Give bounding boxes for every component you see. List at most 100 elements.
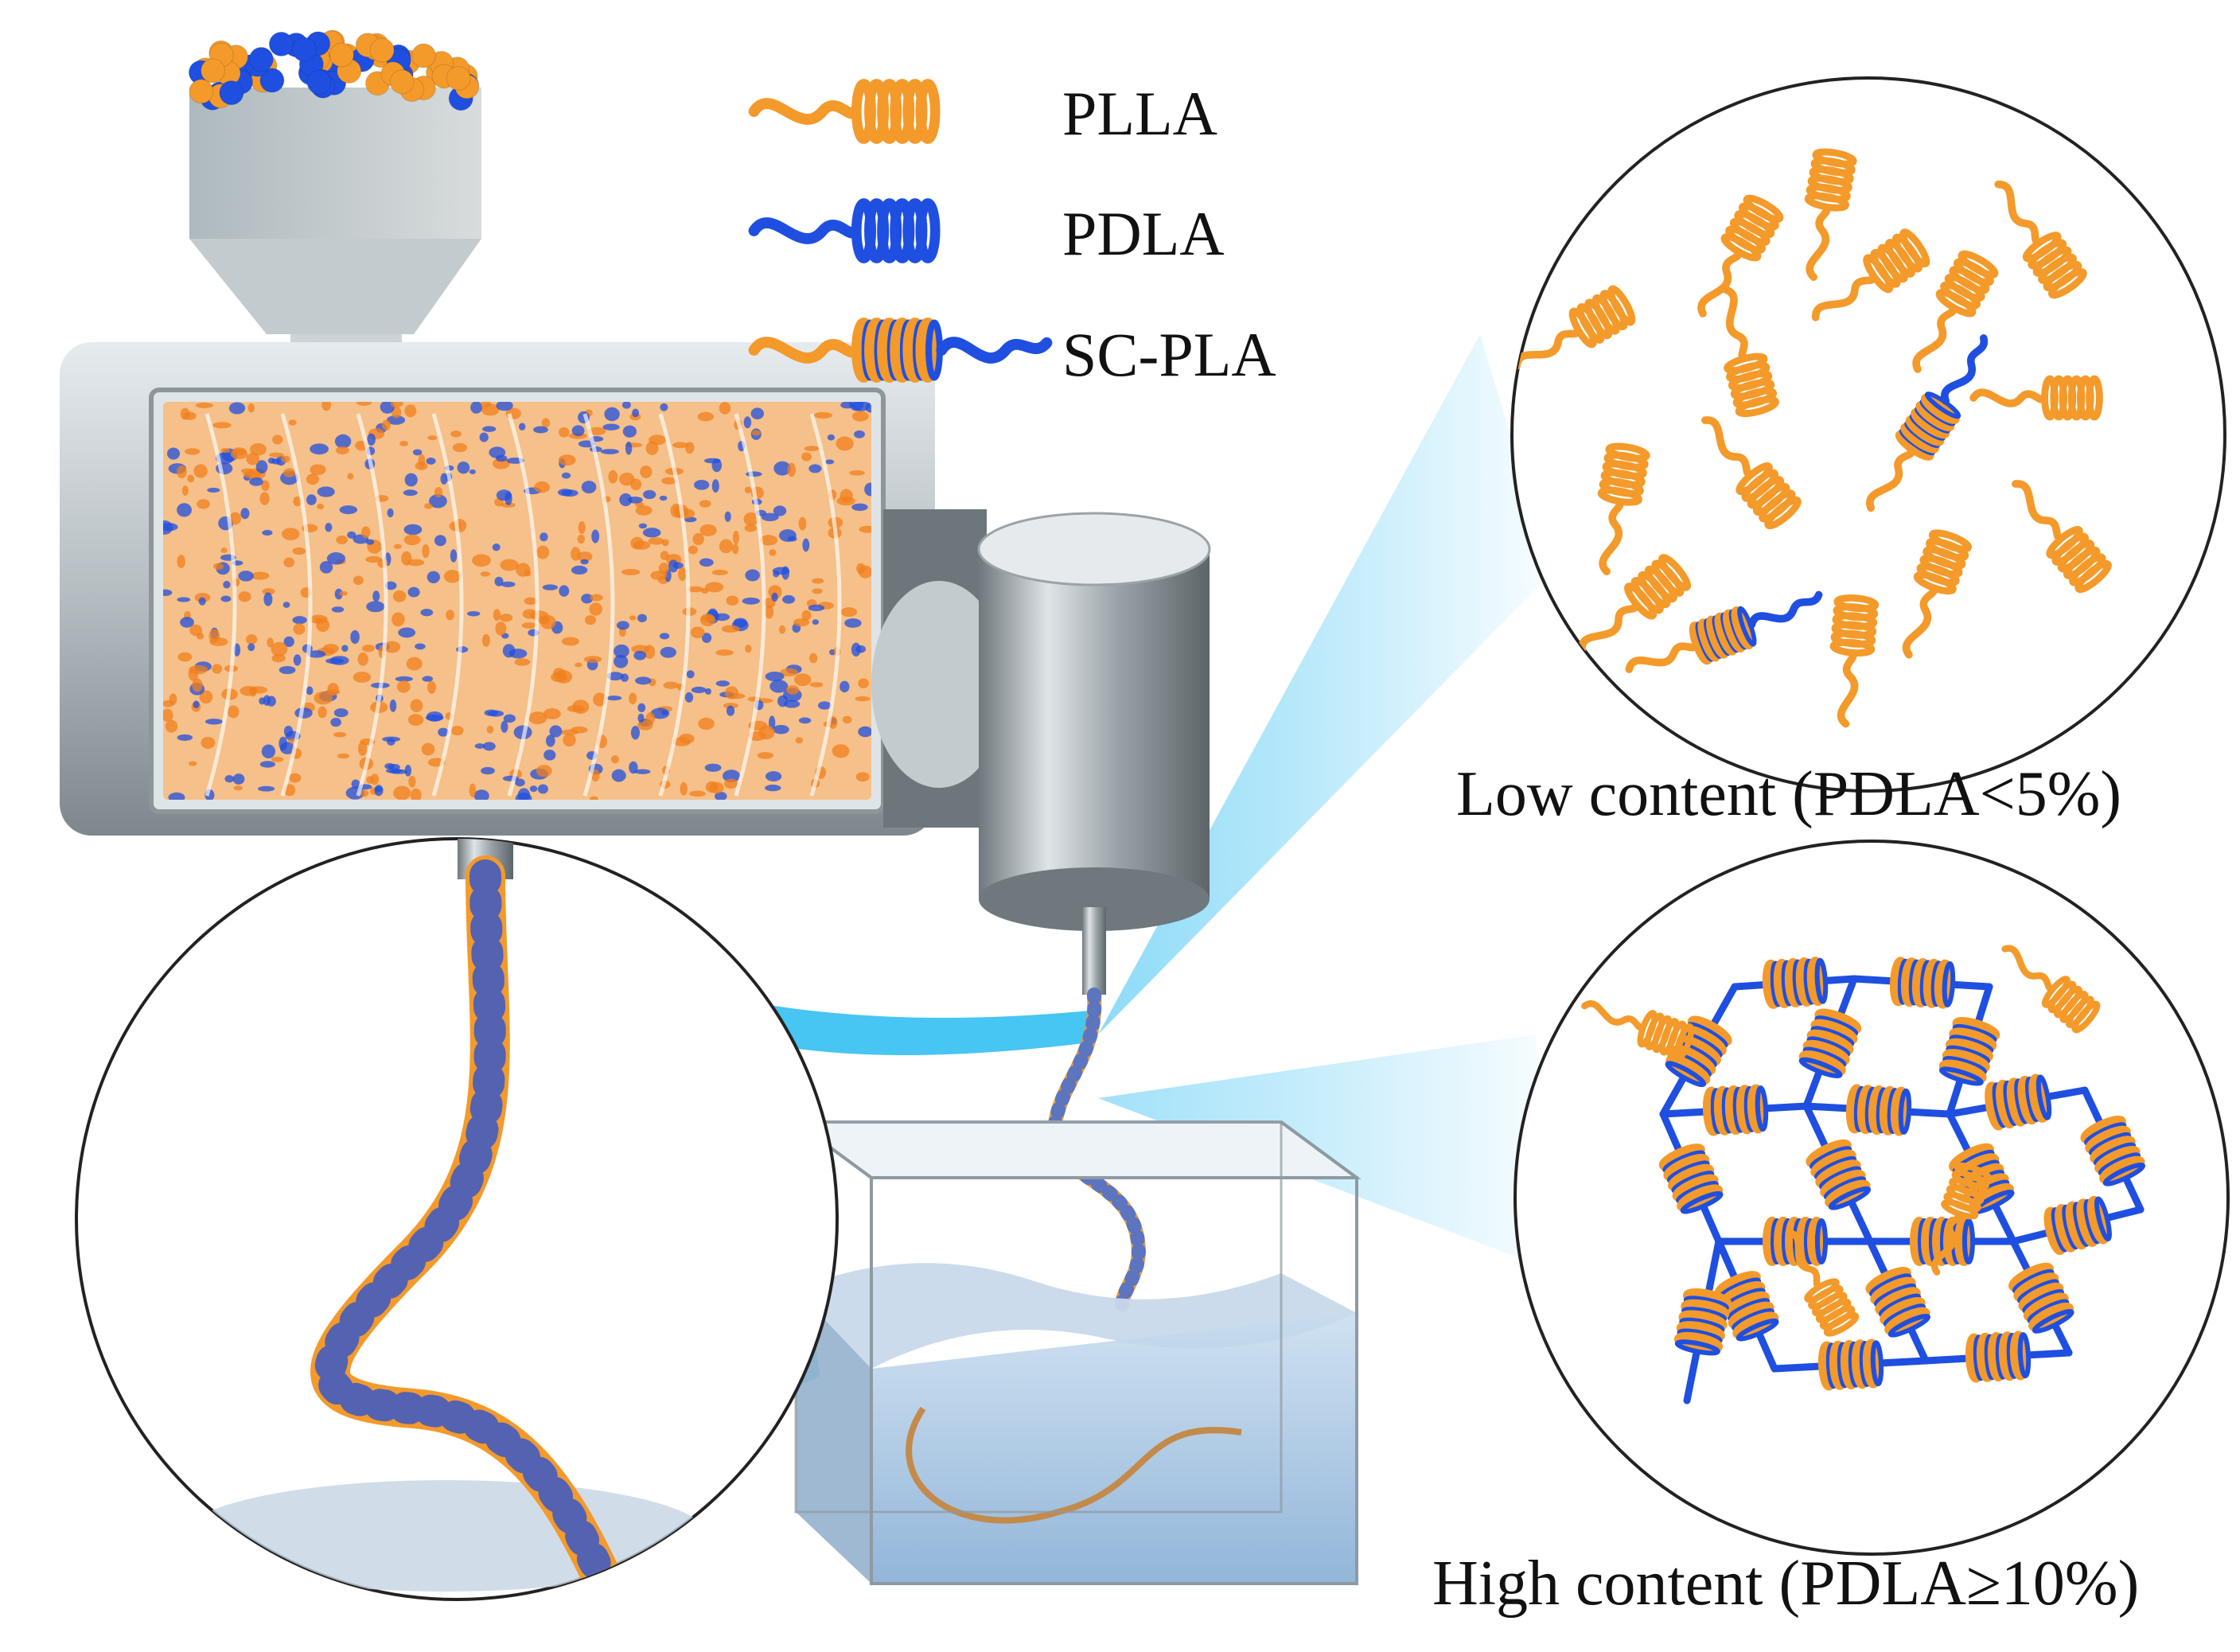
melt-particle bbox=[259, 492, 270, 505]
free-plla-molecule bbox=[1581, 1000, 1695, 1062]
pellet bbox=[219, 80, 244, 106]
melt-particle bbox=[283, 725, 294, 738]
melt-particle bbox=[591, 529, 600, 544]
melt-particle bbox=[283, 636, 294, 648]
melt-particle bbox=[412, 449, 423, 456]
melt-particle bbox=[817, 701, 832, 710]
melt-particle bbox=[587, 427, 606, 436]
pellet bbox=[446, 65, 471, 91]
screw-flight bbox=[734, 413, 766, 797]
melt-particle bbox=[163, 708, 173, 722]
melt-particle bbox=[232, 773, 245, 785]
melt-particle bbox=[452, 442, 468, 453]
melt-particle bbox=[851, 402, 871, 411]
melt-particle bbox=[177, 503, 192, 517]
melt-particle bbox=[635, 676, 652, 685]
melt-particle bbox=[680, 781, 688, 796]
melt-particle bbox=[500, 559, 519, 571]
legend-icon-sc-pla bbox=[748, 318, 1053, 383]
low-molecule bbox=[1866, 334, 1989, 512]
melt-particle bbox=[697, 411, 715, 422]
melt-particle bbox=[382, 736, 401, 742]
melt-particle bbox=[293, 623, 306, 635]
melt-particle bbox=[540, 532, 548, 542]
melt-particle bbox=[325, 688, 341, 695]
melt-particle bbox=[232, 447, 247, 456]
melt-particle bbox=[185, 448, 201, 455]
die-head bbox=[871, 509, 1211, 995]
screw-flights bbox=[205, 413, 842, 797]
melt-particle bbox=[385, 768, 403, 773]
melt-particle bbox=[357, 652, 368, 666]
melt-particle bbox=[351, 779, 360, 789]
melt-particle bbox=[257, 785, 275, 792]
melt-particle bbox=[536, 765, 552, 777]
melt-particle bbox=[812, 578, 824, 584]
melt-particle bbox=[600, 449, 619, 454]
low-molecule bbox=[2012, 480, 2112, 594]
melt-particle bbox=[743, 512, 759, 526]
melt-particle bbox=[842, 715, 852, 724]
melt-particle bbox=[611, 769, 626, 782]
melt-particle bbox=[395, 676, 413, 682]
melt-particle bbox=[446, 610, 454, 621]
melt-particle bbox=[255, 460, 268, 474]
melt-particle bbox=[335, 446, 349, 454]
melt-particle bbox=[659, 495, 668, 501]
melt-particle bbox=[169, 693, 177, 706]
melt-particle bbox=[272, 434, 283, 445]
melt-particle bbox=[387, 508, 394, 518]
melt-particle bbox=[634, 769, 651, 774]
melt-particle bbox=[501, 720, 508, 733]
melt-particle bbox=[501, 581, 516, 587]
melt-particle bbox=[687, 586, 704, 593]
melt-particle bbox=[403, 524, 423, 536]
hopper bbox=[188, 29, 481, 378]
melt-particle bbox=[765, 785, 781, 792]
melt-particle bbox=[773, 461, 791, 476]
melt-particle bbox=[864, 482, 871, 497]
melt-particle bbox=[724, 511, 731, 522]
melt-particle bbox=[746, 471, 762, 477]
melt-particle bbox=[793, 673, 812, 687]
melt-particle bbox=[743, 416, 752, 429]
melt-particle bbox=[768, 585, 782, 599]
melt-particle bbox=[840, 607, 858, 618]
melt-particle bbox=[372, 590, 380, 602]
melt-particle bbox=[339, 590, 348, 596]
melt-particle bbox=[744, 486, 752, 493]
melt-particle bbox=[771, 592, 778, 602]
melt-particle bbox=[479, 432, 489, 442]
low-molecule bbox=[1513, 285, 1636, 370]
pellet bbox=[306, 69, 332, 95]
melt-particle bbox=[759, 535, 778, 546]
melt-particle bbox=[808, 604, 825, 612]
melt-particle bbox=[279, 736, 288, 750]
sc-crystallite bbox=[1938, 1017, 2000, 1086]
melt-particle bbox=[434, 535, 446, 547]
low-molecule bbox=[1722, 286, 1779, 418]
melt-particle bbox=[633, 650, 647, 660]
melt-particle bbox=[246, 634, 258, 645]
low-molecule bbox=[1597, 442, 1650, 575]
melt-particle bbox=[516, 563, 531, 577]
melt-particle bbox=[699, 558, 714, 567]
melt-particle bbox=[637, 614, 647, 623]
melt-particle bbox=[406, 657, 423, 671]
melt-particle bbox=[187, 474, 195, 483]
melt-particle bbox=[407, 714, 424, 727]
melt-particle bbox=[524, 597, 538, 606]
melt-particle bbox=[543, 749, 556, 761]
melt-particle bbox=[542, 584, 559, 590]
melt-particle bbox=[779, 529, 797, 542]
melt-particle bbox=[660, 551, 669, 560]
melt-particle bbox=[309, 614, 328, 624]
pellet bbox=[291, 37, 317, 62]
melt-particle bbox=[534, 481, 551, 493]
melt-particle bbox=[220, 595, 232, 602]
melt-particle bbox=[282, 468, 296, 477]
melt-particle bbox=[645, 711, 656, 725]
melt-particle bbox=[769, 549, 777, 556]
melt-particle bbox=[262, 588, 275, 595]
melt-particle bbox=[851, 411, 869, 422]
